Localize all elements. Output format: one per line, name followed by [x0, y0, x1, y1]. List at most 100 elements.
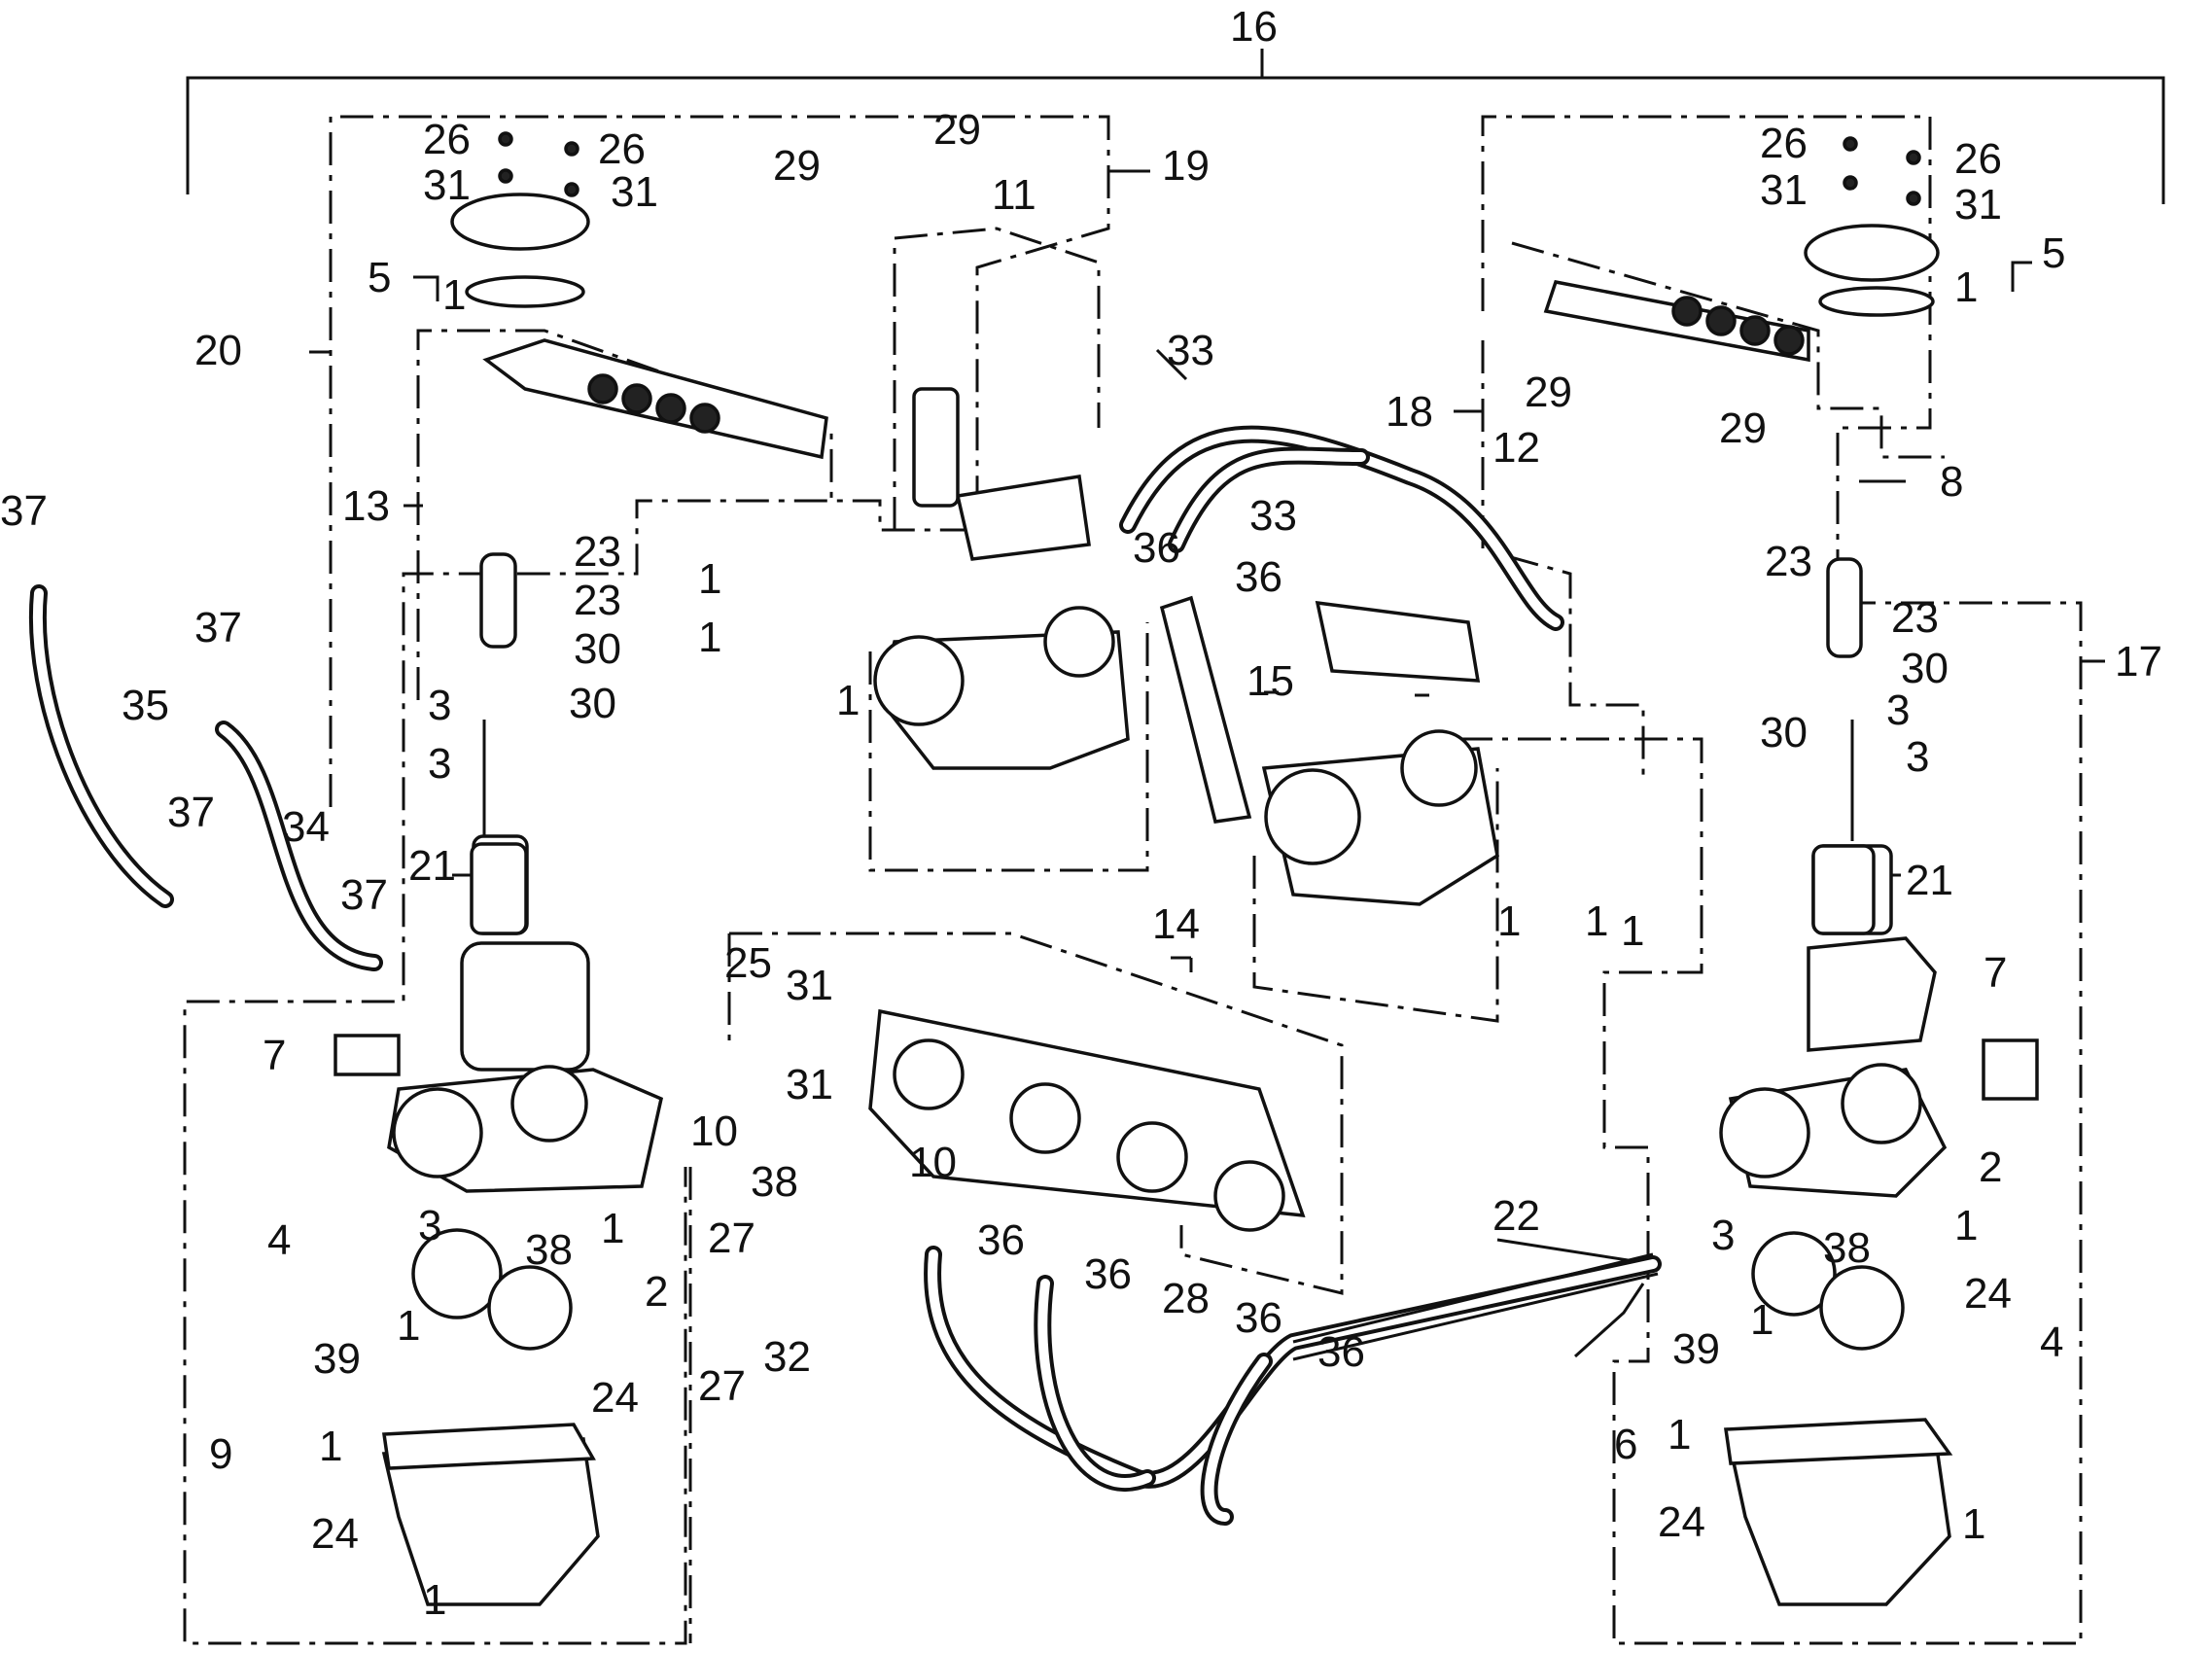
label-3: 3: [418, 1202, 441, 1249]
carburetor-parts: [334, 131, 2039, 1606]
label-39: 39: [1672, 1325, 1720, 1373]
label-1: 1: [698, 555, 721, 603]
hoses: [29, 425, 1662, 1526]
label-1: 1: [1962, 1500, 1985, 1548]
label-37: 37: [0, 487, 48, 535]
label-23: 23: [574, 528, 621, 576]
label-3: 3: [428, 740, 451, 788]
label-36: 36: [1084, 1250, 1132, 1298]
label-21: 21: [1906, 857, 1953, 904]
label-3: 3: [1711, 1212, 1735, 1259]
label-26: 26: [423, 116, 471, 163]
label-26: 26: [598, 125, 646, 173]
label-36: 36: [1235, 553, 1282, 601]
label-12: 12: [1492, 424, 1540, 472]
label-10: 10: [909, 1139, 957, 1186]
label-37: 37: [194, 604, 242, 651]
label-38: 38: [525, 1226, 573, 1274]
label-37: 37: [340, 871, 388, 919]
label-30: 30: [1901, 645, 1949, 692]
label-1: 1: [1954, 264, 1978, 311]
label-1: 1: [442, 271, 466, 319]
label-1: 1: [1585, 897, 1608, 945]
label-1: 1: [1668, 1411, 1691, 1459]
label-38: 38: [751, 1158, 798, 1206]
label-29: 29: [1525, 369, 1572, 416]
label-36: 36: [1133, 524, 1180, 572]
label-36: 36: [1235, 1294, 1282, 1342]
label-7: 7: [263, 1032, 286, 1079]
label-32: 32: [763, 1333, 811, 1381]
bracket-16: [186, 49, 2165, 204]
label-8: 8: [1940, 458, 1963, 506]
label-30: 30: [569, 680, 616, 727]
label-10: 10: [690, 1108, 738, 1155]
label-11: 11: [992, 171, 1036, 219]
label-30: 30: [574, 625, 621, 673]
label-23: 23: [1765, 538, 1812, 585]
label-1: 1: [1621, 907, 1644, 955]
label-1: 1: [1750, 1296, 1773, 1344]
label-23: 23: [574, 577, 621, 624]
label-27: 27: [698, 1362, 746, 1410]
label-31: 31: [786, 962, 833, 1009]
label-1: 1: [1954, 1202, 1978, 1249]
label-1: 1: [423, 1576, 446, 1624]
label-31: 31: [611, 168, 658, 216]
label-29: 29: [1719, 404, 1767, 452]
label-1: 1: [397, 1302, 420, 1350]
label-29: 29: [773, 142, 821, 190]
label-13: 13: [342, 482, 390, 530]
label-31: 31: [1954, 181, 2002, 229]
label-3: 3: [1906, 733, 1929, 781]
label-38: 38: [1823, 1224, 1871, 1272]
label-14: 14: [1152, 900, 1200, 948]
label-22: 22: [1492, 1192, 1540, 1240]
label-23: 23: [1891, 594, 1939, 642]
label-1: 1: [836, 677, 860, 724]
label-5: 5: [368, 254, 391, 301]
label-28: 28: [1162, 1275, 1210, 1322]
label-3: 3: [1886, 686, 1910, 734]
label-1: 1: [319, 1423, 342, 1470]
label-30: 30: [1760, 709, 1808, 756]
label-21: 21: [408, 842, 456, 890]
label-1: 1: [601, 1205, 624, 1252]
label-19: 19: [1162, 142, 1210, 190]
label-18: 18: [1386, 388, 1433, 436]
label-24: 24: [311, 1510, 359, 1558]
label-1: 1: [698, 614, 721, 661]
label-36: 36: [977, 1216, 1025, 1264]
label-4: 4: [2040, 1319, 2063, 1366]
label-26: 26: [1954, 135, 2002, 183]
label-5: 5: [2042, 229, 2065, 277]
label-1: 1: [1497, 897, 1521, 945]
label-37: 37: [167, 789, 215, 836]
label-17: 17: [2115, 638, 2162, 686]
label-29: 29: [933, 106, 981, 154]
label-9: 9: [209, 1430, 232, 1478]
callout-labels: 16 26 31 26 31 5 1 20 29 29 11 19 13 37 …: [0, 3, 2162, 1624]
label-33: 33: [1167, 327, 1214, 374]
label-20: 20: [194, 327, 242, 374]
label-2: 2: [645, 1268, 668, 1316]
label-24: 24: [591, 1374, 639, 1422]
label-6: 6: [1614, 1421, 1637, 1468]
label-31: 31: [423, 161, 471, 209]
label-31: 31: [786, 1061, 833, 1108]
label-26: 26: [1760, 120, 1808, 167]
label-16: 16: [1230, 3, 1278, 51]
label-4: 4: [267, 1216, 291, 1264]
label-25: 25: [724, 939, 772, 987]
label-33: 33: [1249, 492, 1297, 540]
label-24: 24: [1964, 1270, 2012, 1318]
label-27: 27: [708, 1214, 755, 1262]
label-2: 2: [1979, 1143, 2002, 1191]
label-35: 35: [122, 682, 169, 729]
label-31: 31: [1760, 166, 1808, 214]
label-36: 36: [1317, 1328, 1365, 1376]
label-3: 3: [428, 682, 451, 729]
label-24: 24: [1658, 1498, 1705, 1546]
label-15: 15: [1246, 657, 1294, 705]
